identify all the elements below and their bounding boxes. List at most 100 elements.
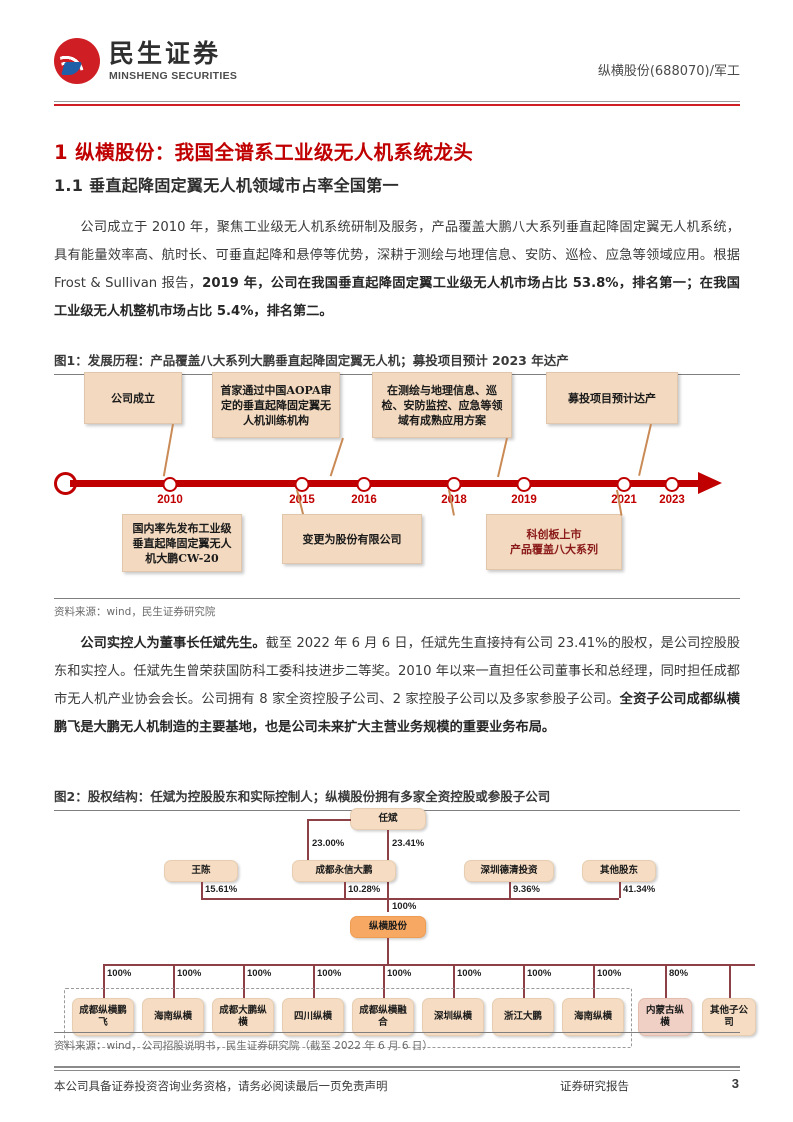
timeline-event-box-2023: 募投项目预计达产 bbox=[546, 372, 678, 424]
ownership-box-subsidiary-8: 内蒙古纵横 bbox=[638, 998, 692, 1036]
pct-subsidiary-6: 100% bbox=[527, 968, 552, 979]
pct-subsidiary-5: 100% bbox=[457, 968, 482, 979]
pct-subsidiary-2: 100% bbox=[247, 968, 272, 979]
timeline-axis bbox=[70, 480, 700, 487]
figure-2-ownership-structure: 任斌 23.00% 23.41% 王陈 15.61% 成都永信大鹏 10.28% 深圳德清投资… bbox=[54, 808, 756, 1048]
pct-controller-to-yongxin: 23.00% bbox=[312, 838, 345, 849]
brand-logo: 民生证券 MINSHENG SECURITIES bbox=[54, 38, 237, 84]
footer-report-type: 证券研究报告 bbox=[560, 1079, 629, 1093]
ownership-box-subsidiary-3: 四川纵横 bbox=[282, 998, 344, 1036]
timeline-year-label-2021: 2021 bbox=[611, 494, 637, 506]
timeline-node-2015 bbox=[294, 477, 310, 492]
figure-1-timeline: 2010 2015 2016 2018 2019 2021 2023 公司成立首家通过中国AO… bbox=[54, 372, 740, 594]
ownership-box-shareholder-2: 深圳德清投资 bbox=[464, 860, 554, 882]
line-subsidiary-down-8 bbox=[665, 964, 667, 998]
page-header: 民生证券 MINSHENG SECURITIES 纵横股份(688070)/军工 bbox=[54, 38, 740, 96]
ownership-box-subsidiary-4: 成都纵横融合 bbox=[352, 998, 414, 1036]
pct-subsidiary-4: 100% bbox=[387, 968, 412, 979]
line-company-down bbox=[387, 938, 389, 964]
timeline-node-2023 bbox=[664, 477, 680, 492]
ownership-box-subsidiary-5: 深圳纵横 bbox=[422, 998, 484, 1036]
timeline-event-box-2021: 科创板上市 产品覆盖八大系列 bbox=[486, 514, 622, 570]
ownership-box-subsidiary-9: 其他子公司 bbox=[702, 998, 756, 1036]
body-paragraph-1: 公司成立于 2010 年，聚焦工业级无人机系统研制及服务，产品覆盖大鹏八大系列垂… bbox=[54, 220, 740, 319]
timeline-year-label-2019: 2019 bbox=[511, 494, 537, 506]
line-shareholder-down-1 bbox=[344, 882, 346, 898]
section-heading-1-1: 1.1 垂直起降固定翼无人机领域市占率全国第一 bbox=[54, 176, 399, 195]
timeline-event-box-2015: 国内率先发布工业级垂直起降固定翼无人机大鹏CW-20 bbox=[122, 514, 242, 572]
ownership-box-controller: 任斌 bbox=[350, 808, 426, 830]
timeline-event-box-2018: 变更为股份有限公司 bbox=[282, 514, 422, 564]
timeline-leader-line-2016 bbox=[329, 437, 344, 477]
figure-2-source: 资料来源：wind，公司招股说明书，民生证券研究院（截至 2022 年 6 月 … bbox=[54, 1032, 740, 1053]
brand-name-en: MINSHENG SECURITIES bbox=[109, 69, 238, 82]
ownership-box-subsidiary-1: 海南纵横 bbox=[142, 998, 204, 1036]
pct-subsidiary-8: 80% bbox=[669, 968, 689, 979]
timeline-node-2019 bbox=[516, 477, 532, 492]
pct-subsidiary-3: 100% bbox=[317, 968, 342, 979]
pct-subsidiary-7: 100% bbox=[597, 968, 622, 979]
pct-shareholder-1: 10.28% bbox=[348, 884, 381, 895]
line-subsidiary-down-3 bbox=[313, 964, 315, 998]
line-shareholder-down-0 bbox=[201, 882, 203, 898]
timeline-year-label-2023: 2023 bbox=[659, 494, 685, 506]
line-subsidiary-down-7 bbox=[593, 964, 595, 998]
pct-shareholder-0: 15.61% bbox=[205, 884, 238, 895]
timeline-arrow-icon bbox=[698, 472, 722, 494]
line-subsidiary-down-9 bbox=[729, 964, 731, 998]
timeline-year-label-2010: 2010 bbox=[157, 494, 183, 506]
timeline-node-2016 bbox=[356, 477, 372, 492]
timeline-leader-line-2019 bbox=[497, 437, 508, 478]
timeline-year-label-2018: 2018 bbox=[441, 494, 467, 506]
footer-divider-thin bbox=[54, 1070, 740, 1071]
ownership-box-subsidiary-0: 成都纵横鹏飞 bbox=[72, 998, 134, 1036]
header-divider-red bbox=[54, 104, 740, 106]
pct-subsidiary-0: 100% bbox=[107, 968, 132, 979]
ownership-box-shareholder-0: 王陈 bbox=[164, 860, 238, 882]
line-subsidiary-down-4 bbox=[383, 964, 385, 998]
pct-company: 100% bbox=[392, 901, 417, 912]
line-subsidiary-down-6 bbox=[523, 964, 525, 998]
line-shareholder-down-2 bbox=[509, 882, 511, 898]
footer-divider-thick bbox=[54, 1066, 740, 1068]
line-subsidiary-bus bbox=[103, 964, 755, 966]
ownership-wholly-owned-group bbox=[64, 988, 632, 1048]
pct-shareholder-2: 9.36% bbox=[513, 884, 540, 895]
footer-page-number: 3 bbox=[731, 1076, 739, 1091]
ownership-box-subsidiary-2: 成都大鹏纵横 bbox=[212, 998, 274, 1036]
timeline-leader-line-2023 bbox=[638, 423, 652, 476]
line-subsidiary-down-1 bbox=[173, 964, 175, 998]
line-shareholder-bus bbox=[201, 898, 619, 900]
header-divider-gray bbox=[54, 101, 740, 102]
line-shareholder-down-3 bbox=[619, 882, 621, 898]
timeline-node-2018 bbox=[446, 477, 462, 492]
timeline-node-2010 bbox=[162, 477, 178, 492]
timeline-year-label-2016: 2016 bbox=[351, 494, 377, 506]
pct-shareholder-3: 41.34% bbox=[623, 884, 656, 895]
ownership-box-shareholder-1: 成都永信大鹏 bbox=[292, 860, 396, 882]
timeline-event-box-2016: 首家通过中国AOPA审定的垂直起降固定翼无人机训练机构 bbox=[212, 372, 340, 438]
minsheng-logo-icon bbox=[54, 38, 100, 84]
pct-controller-direct: 23.41% bbox=[392, 838, 425, 849]
line-subsidiary-down-0 bbox=[103, 964, 105, 998]
line-controller-to-yongxin-h bbox=[307, 819, 351, 821]
line-subsidiary-down-2 bbox=[243, 964, 245, 998]
section-heading-1: 1 纵横股份：我国全谱系工业级无人机系统龙头 bbox=[54, 141, 474, 164]
header-stock-label: 纵横股份(688070)/军工 bbox=[597, 64, 740, 79]
line-subsidiary-down-5 bbox=[453, 964, 455, 998]
timeline-year-label-2015: 2015 bbox=[289, 494, 315, 506]
footer-disclaimer: 本公司具备证券投资咨询业务资格，请务必阅读最后一页免责声明 bbox=[54, 1079, 388, 1093]
ownership-box-shareholder-3: 其他股东 bbox=[582, 860, 656, 882]
timeline-event-box-2019: 在测绘与地理信息、巡检、安防监控、应急等领域有成熟应用方案 bbox=[372, 372, 512, 438]
figure-1-source: 资料来源：wind，民生证券研究院 bbox=[54, 598, 740, 619]
ownership-box-subsidiary-6: 浙江大鹏 bbox=[492, 998, 554, 1036]
ownership-box-subsidiary-7: 海南纵横 bbox=[562, 998, 624, 1036]
timeline-leader-line-2010 bbox=[162, 423, 174, 477]
body-paragraph-2: 公司实控人为董事长任斌先生。截至 2022 年 6 月 6 日，任斌先生直接持有… bbox=[54, 636, 741, 735]
brand-name-cn: 民生证券 bbox=[109, 38, 222, 68]
pct-subsidiary-1: 100% bbox=[177, 968, 202, 979]
timeline-node-2021 bbox=[616, 477, 632, 492]
timeline-event-box-2010: 公司成立 bbox=[84, 372, 182, 424]
ownership-box-company: 纵横股份 bbox=[350, 916, 426, 938]
